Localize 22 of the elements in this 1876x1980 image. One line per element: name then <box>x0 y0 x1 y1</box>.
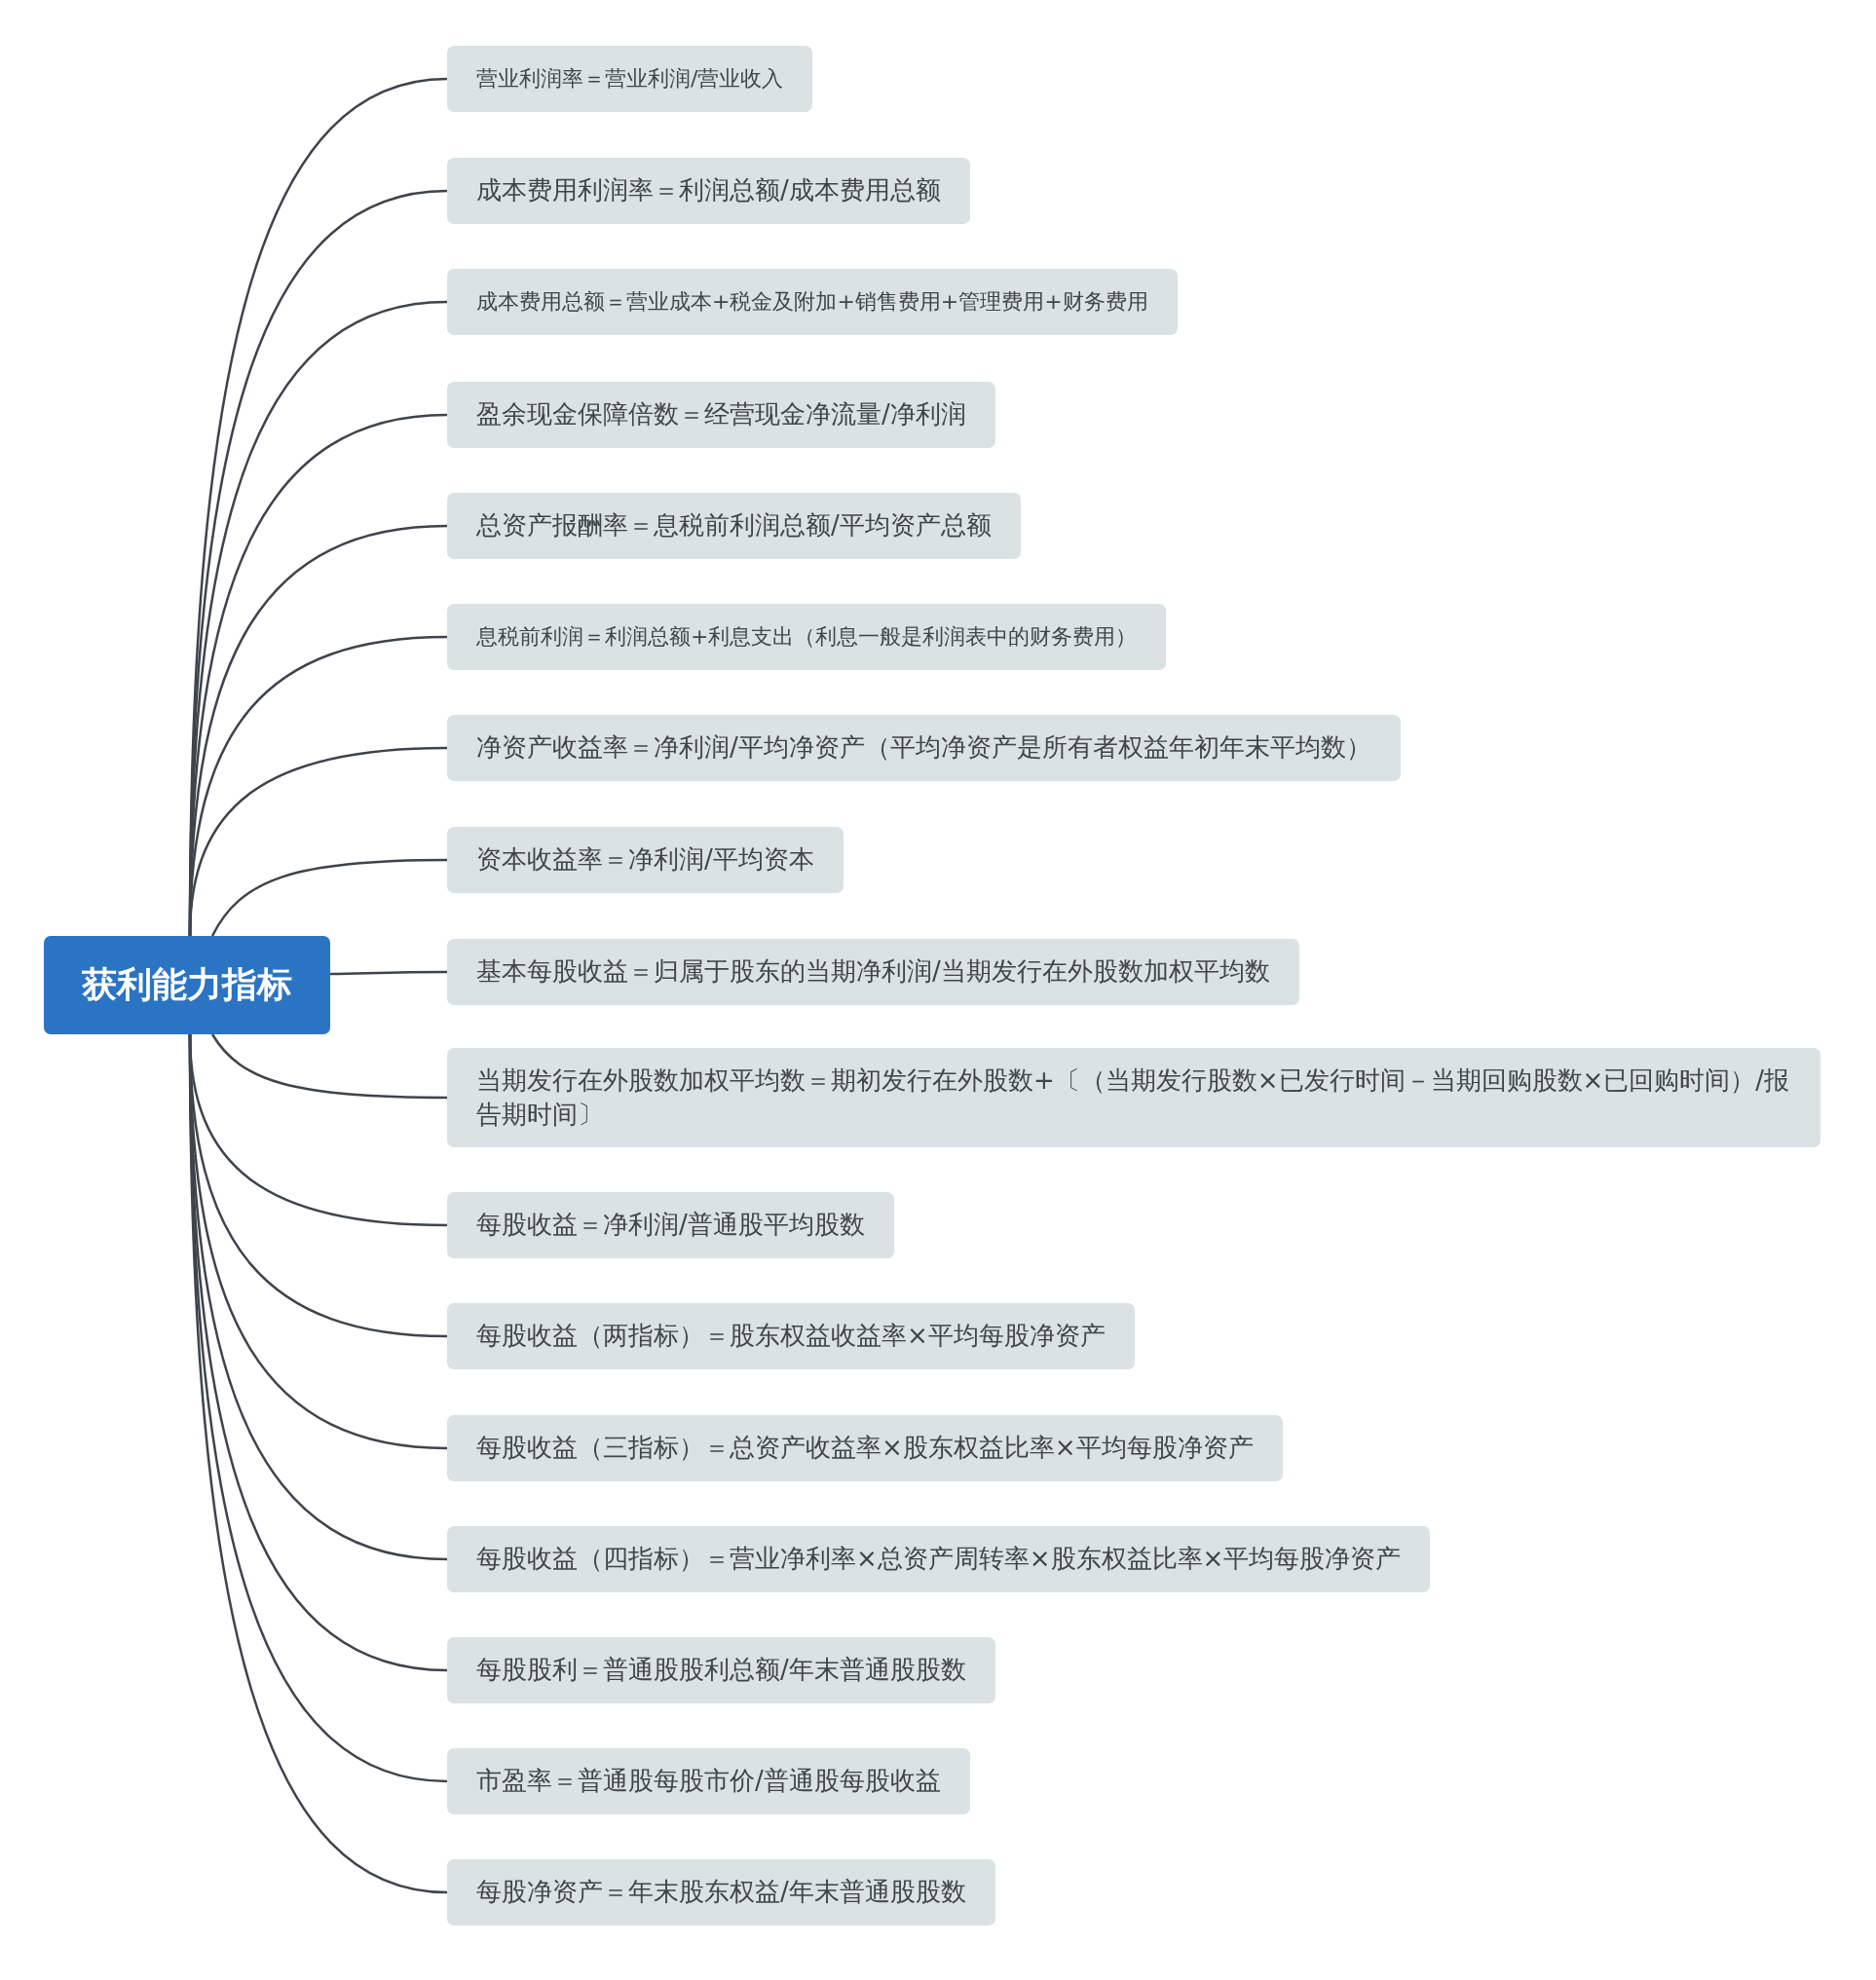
topic-box: 成本费用总额＝营业成本+税金及附加+销售费用+管理费用+财务费用 <box>447 269 1178 335</box>
topic-box: 资本收益率＝净利润/平均资本 <box>447 827 844 893</box>
connector-line <box>329 970 447 976</box>
topic-box: 市盈率＝普通股每股市价/普通股每股收益 <box>447 1748 970 1814</box>
topic-box: 每股收益＝净利润/普通股平均股数 <box>447 1192 894 1258</box>
topic-box: 每股收益（三指标）＝总资产收益率×股东权益比率×平均每股净资产 <box>447 1415 1283 1481</box>
topic-box: 每股收益（两指标）＝股东权益收益率×平均每股净资产 <box>447 1303 1135 1369</box>
topic-box: 基本每股收益＝归属于股东的当期净利润/当期发行在外股数加权平均数 <box>447 939 1299 1005</box>
topic-box: 每股股利＝普通股股利总额/年末普通股股数 <box>447 1637 995 1703</box>
connector-line <box>210 1033 447 1100</box>
topic-box: 净资产收益率＝净利润/平均净资产（平均净资产是所有者权益年初年末平均数） <box>447 715 1401 781</box>
connector-line <box>210 858 447 937</box>
connector-line <box>188 746 448 937</box>
topic-box: 盈余现金保障倍数＝经营现金净流量/净利润 <box>447 382 995 448</box>
topic-box: 营业利润率＝营业利润/营业收入 <box>447 46 813 112</box>
central-topic-box: 获利能力指标 <box>44 936 330 1034</box>
topic-box: 每股净资产＝年末股东权益/年末普通股股数 <box>447 1859 995 1925</box>
topic-box: 当期发行在外股数加权平均数＝期初发行在外股数+〔（当期发行股数×已发行时间－当期回购股数×已回购时间）/报告期时间〕 <box>447 1048 1820 1147</box>
topic-box: 每股收益（四指标）＝营业净利率×总资产周转率×股东权益比率×平均每股净资产 <box>447 1526 1431 1592</box>
topic-box: 息税前利润＝利润总额+利息支出（利息一般是利润表中的财务费用） <box>447 604 1167 670</box>
topic-box: 成本费用利润率＝利润总额/成本费用总额 <box>447 158 970 224</box>
topic-box: 总资产报酬率＝息税前利润总额/平均资产总额 <box>447 493 1021 559</box>
